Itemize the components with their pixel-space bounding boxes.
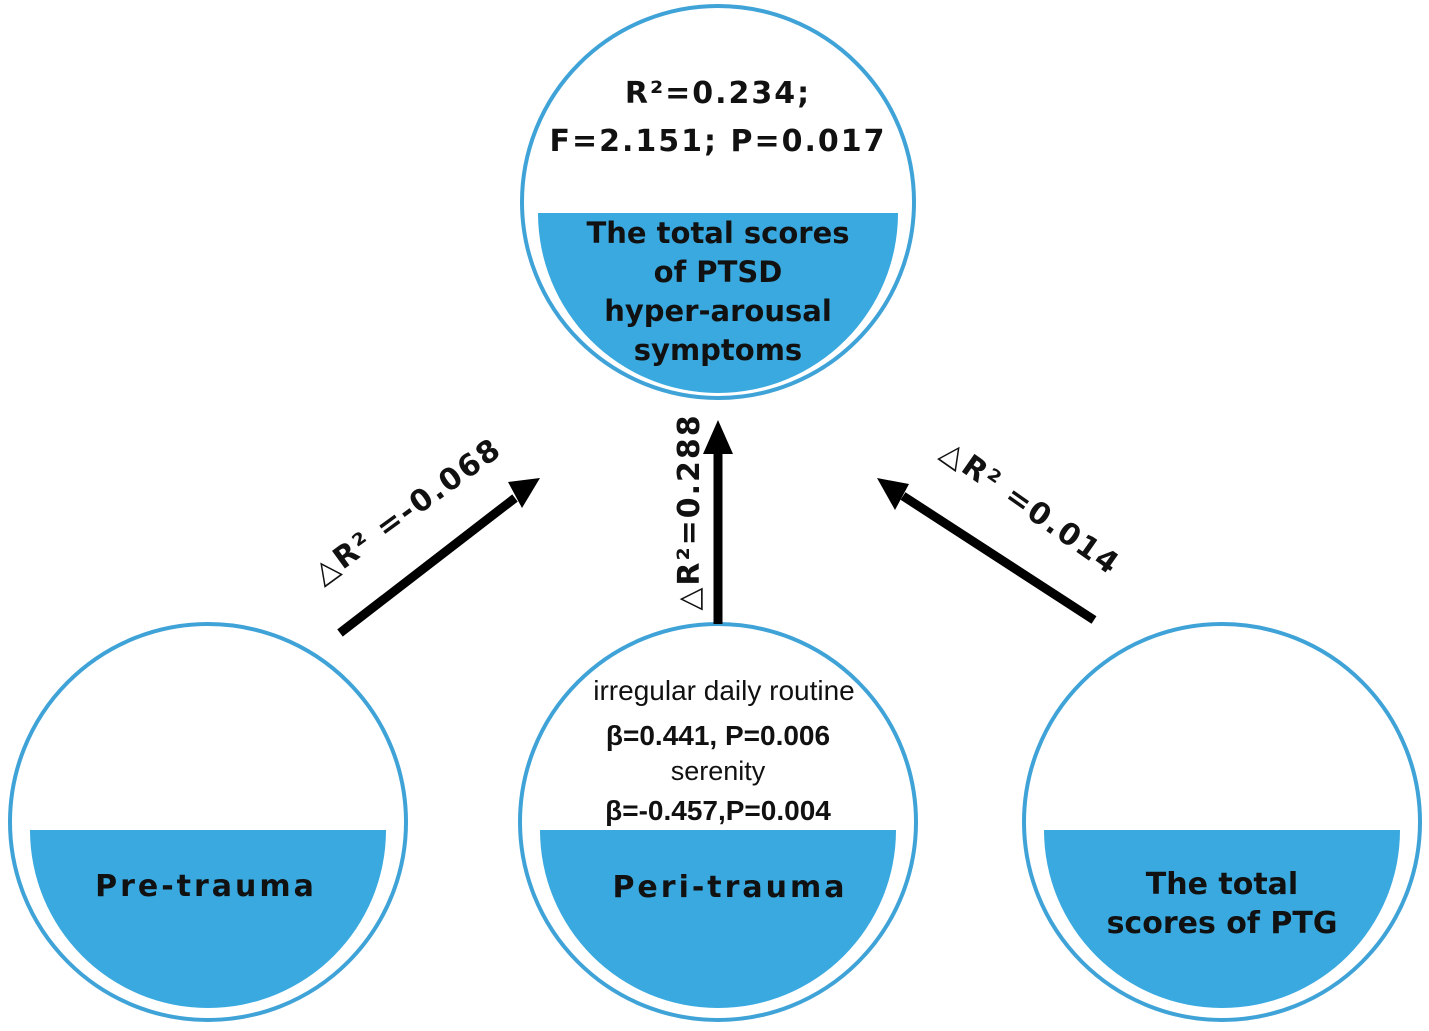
edge-right-delta-r2: △R² =0.014	[934, 434, 1126, 583]
pre-trauma-node: Pre-trauma	[8, 622, 408, 1022]
outcome-label-line2: of PTSD	[654, 255, 783, 289]
model-fit-stats-line2: F=2.151; P=0.017	[550, 124, 887, 159]
edge-middle: △R²=0.288	[672, 413, 733, 624]
edge-right: △R² =0.014	[877, 434, 1126, 624]
finding-routine-stats: β=0.441, P=0.006	[606, 720, 830, 751]
edge-right-arrow-line	[900, 492, 1097, 624]
outcome-label-line3: hyper-arousal	[604, 294, 832, 328]
pre-trauma-label: Pre-trauma	[95, 869, 317, 904]
outcome-fill	[538, 213, 898, 393]
ptg-label-line2: scores of PTG	[1107, 906, 1338, 941]
edge-left-arrow-head	[508, 478, 540, 508]
outcome-label-line1: The total scores	[586, 216, 849, 250]
model-fit-stats-line1: R²=0.234;	[625, 76, 811, 111]
peri-trauma-fill	[540, 830, 896, 1008]
edge-left: △R² =-0.068	[306, 431, 540, 637]
pre-trauma-fill	[30, 830, 386, 1008]
edge-left-delta-r2: △R² =-0.068	[306, 431, 508, 591]
ptg-label-line1: The total	[1146, 867, 1298, 902]
peri-trauma-node: irregular daily routine β=0.441, P=0.006…	[518, 622, 918, 1022]
outcome-node: R²=0.234; F=2.151; P=0.017 The total sco…	[520, 4, 916, 400]
peri-trauma-label: Peri-trauma	[612, 870, 847, 905]
finding-serenity-name: serenity	[671, 756, 766, 786]
ptg-node: The total scores of PTG	[1022, 622, 1422, 1022]
outcome-label-line4: symptoms	[634, 333, 802, 367]
finding-serenity-stats: β=-0.457,P=0.004	[605, 795, 831, 826]
edge-middle-delta-r2: △R²=0.288	[672, 413, 707, 610]
ptg-fill	[1044, 830, 1400, 1008]
edge-left-arrow-line	[337, 494, 518, 637]
edge-right-arrow-head	[877, 478, 909, 510]
finding-routine-name: irregular daily routine	[593, 675, 854, 706]
edge-middle-arrow-head	[703, 420, 733, 454]
